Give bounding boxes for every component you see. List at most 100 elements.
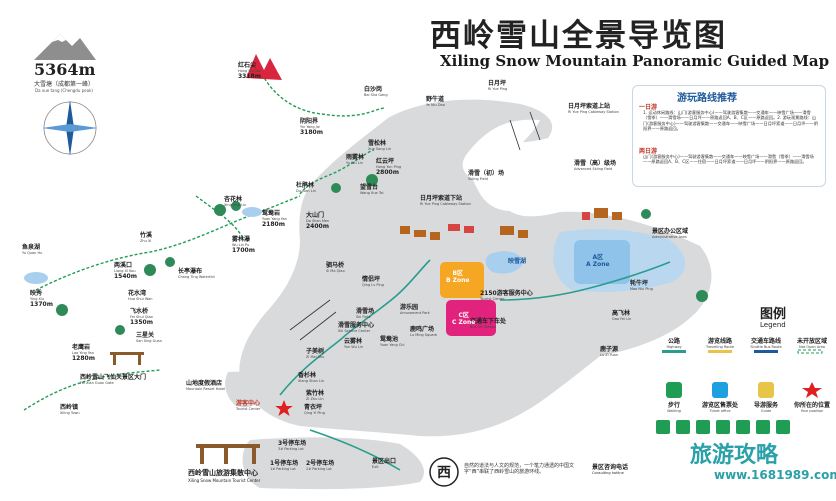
map-subtitle: Xiling Snow Mountain Panoramic Guided Ma… bbox=[440, 52, 830, 70]
route-day2-text: 山门(游客服务中心)——驾驶游客集散——交通车——映雪广场——滑雪（雪季）——滑… bbox=[643, 154, 814, 165]
cableway-2 bbox=[289, 299, 337, 341]
zone-a-block bbox=[574, 240, 630, 284]
peak-name-en: Da xue tang (Chengdu peak) bbox=[35, 88, 93, 93]
lake-north bbox=[242, 207, 262, 217]
snow-cap bbox=[52, 34, 66, 42]
zone-lake: 映雪湖 bbox=[508, 258, 527, 265]
route-recommendation-panel: 游玩路线推荐 一日游 1. 运动休闲路线：山门(游客服务中心)——驾驶游客集散—… bbox=[632, 85, 826, 187]
current-position-star bbox=[275, 400, 293, 416]
cableway-1 bbox=[509, 111, 541, 151]
watermark-brand: 旅游攻略 bbox=[690, 443, 779, 468]
road-east bbox=[499, 261, 671, 301]
ski-slope bbox=[468, 119, 540, 211]
seal-glyph: 西 bbox=[437, 465, 451, 481]
trail-southwest bbox=[23, 369, 161, 411]
legend-icons bbox=[656, 349, 823, 434]
road-main bbox=[279, 259, 431, 396]
peak-info: 5364m 大雪塘（成都第一峰） Da xue tang (Chengdu pe… bbox=[34, 60, 96, 93]
trees bbox=[56, 174, 708, 335]
peak-altitude: 5364m bbox=[34, 60, 96, 79]
road-south bbox=[309, 429, 401, 471]
trail-summit bbox=[261, 73, 385, 117]
trail-north bbox=[299, 149, 375, 195]
compass-icon bbox=[42, 100, 98, 156]
valley-lower bbox=[242, 437, 424, 490]
village-buildings bbox=[400, 208, 622, 240]
peak-name: 大雪塘（成都第一峰） bbox=[34, 81, 95, 88]
tourist-gate bbox=[196, 444, 260, 464]
route-title: 游玩路线推荐 bbox=[677, 93, 737, 104]
route-day1-text: 1. 运动休闲路线：山门(游客服务中心)——驾驶游客集散——交通车——映雪广场—… bbox=[643, 110, 818, 132]
red-roof-buildings bbox=[448, 212, 590, 233]
left-gate bbox=[110, 352, 144, 365]
route-day1-label: 一日游 bbox=[639, 104, 658, 111]
route-day2-label: 两日游 bbox=[639, 148, 658, 155]
snow-mountain-icon bbox=[34, 34, 96, 60]
map-title: 西岭雪山全景导览图 bbox=[430, 18, 727, 54]
xiling-seal bbox=[429, 457, 459, 487]
lake-west bbox=[24, 272, 48, 284]
blue-lake bbox=[485, 251, 524, 274]
zone-c-block bbox=[446, 300, 496, 336]
zone-b-block bbox=[440, 262, 484, 298]
watermark-url: www.1681989.com bbox=[714, 468, 836, 482]
